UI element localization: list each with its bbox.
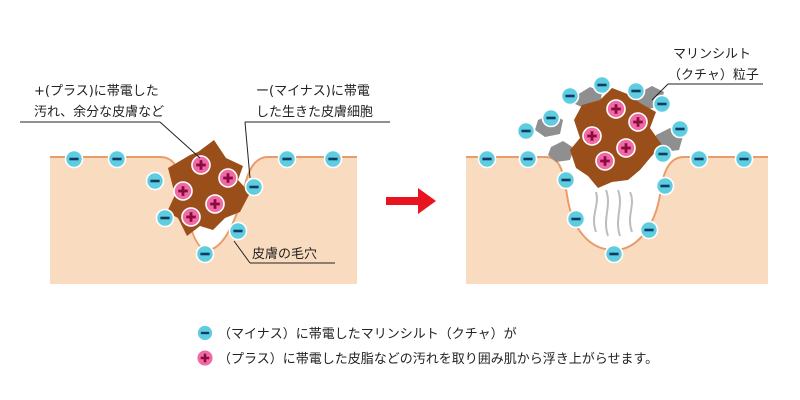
label-silt-line2: （クチャ）粒子 [668,68,759,83]
legend-text-plus: （プラス）に帯電した皮脂などの汚れを取り囲み肌から浮き上がらせます。 [218,352,659,367]
leader-silt [651,83,669,101]
minus-charge [592,75,612,95]
rising-arrows [593,189,633,237]
label-minus-line1: ー(マイナス)に帯電 [256,84,370,99]
silt-particle [548,141,574,162]
label-pore: 皮膚の毛穴 [252,246,317,262]
leader-pore [233,240,251,264]
label-plus-line2: 汚れ、余分な皮膚など [34,104,164,120]
plus-charge [205,194,225,214]
rising-arrow [629,191,633,233]
minus-charge [652,94,672,114]
minus-charge [639,220,659,240]
minus-charge [689,149,709,169]
label-plus-line1: +(プラス)に帯電した [34,84,159,99]
minus-charge [655,176,675,196]
right-arrow-icon [386,188,436,214]
minus-charge [277,149,297,169]
rising-arrow [593,191,598,233]
rising-arrow [605,189,609,237]
minus-charge [516,121,536,141]
right-panel: マリンシルト （クチャ）粒子 [466,47,768,284]
minus-charge [323,149,343,169]
skin-left [50,157,357,284]
leader-plus [159,121,201,159]
minus-charge [604,244,624,264]
minus-icon [196,324,214,341]
legend-row-plus: （プラス）に帯電した皮脂などの汚れを取り囲み肌から浮き上がらせます。 [196,348,658,367]
plus-charge [595,151,615,171]
label-minus-line2: した生きた皮膚細胞 [256,104,373,120]
plus-charge [628,112,648,132]
skin-right [466,157,768,284]
minus-charge [195,244,215,264]
minus-charge [155,208,175,228]
minus-charge [734,149,754,169]
plus-icon [196,348,214,367]
plus-charge [582,126,602,146]
minus-charge [653,144,673,164]
minus-charge [560,86,580,106]
rising-arrow [617,189,621,237]
minus-charge [566,209,586,229]
plus-charge [606,99,626,119]
left-panel: +(プラス)に帯電した 汚れ、余分な皮膚など ー(マイナス)に帯電 した生きた皮… [20,84,390,284]
legend-row-minus: （マイナス）に帯電したマリンシルト（クチャ）が [196,323,517,342]
minus-charge [518,149,538,169]
legend-text-minus: （マイナス）に帯電したマリンシルト（クチャ）が [218,327,517,342]
empty-pore [570,170,656,244]
minus-charge [244,177,264,197]
plus-charge [173,181,193,201]
minus-charge [670,119,690,139]
minus-charge [626,81,646,101]
minus-charge [107,149,127,169]
minus-charge [145,171,165,191]
minus-charge [541,108,561,128]
plus-charge [218,168,238,188]
minus-charge [228,221,248,241]
plus-charge [181,207,201,227]
minus-charge [556,170,576,190]
label-silt-line1: マリンシルト [673,47,751,62]
minus-charge [477,149,497,169]
plus-charge [616,138,636,158]
plus-charge [191,155,211,175]
leader-minus [244,121,251,179]
minus-charge [64,149,84,169]
